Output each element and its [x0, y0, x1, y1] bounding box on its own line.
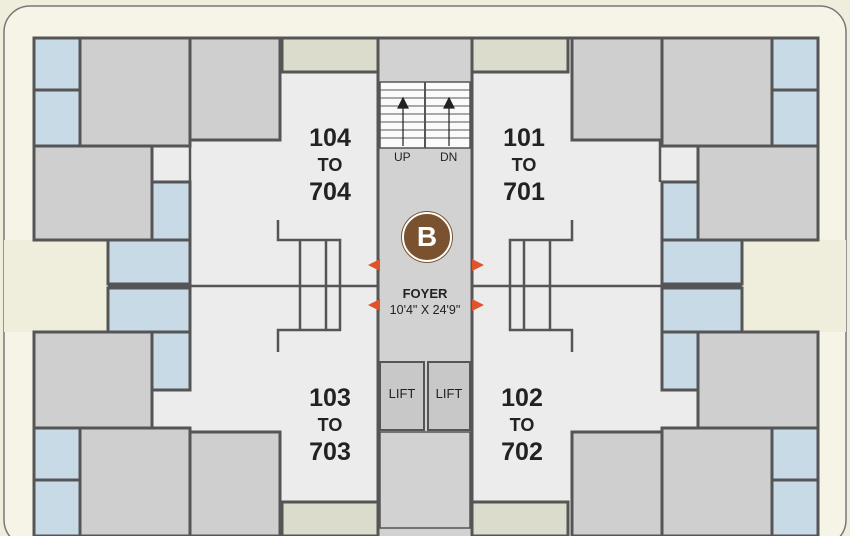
unit-number-from: 102 — [501, 384, 543, 412]
unit-range-word: TO — [511, 155, 537, 175]
core-lower — [379, 431, 471, 529]
unit-range-word: TO — [509, 415, 535, 435]
entry-arrows — [368, 259, 484, 311]
unit-number-to: 702 — [501, 438, 543, 466]
unit-number-to: 703 — [309, 438, 351, 466]
unit-label-top-right: 101 TO 701 — [464, 124, 584, 206]
block-badge: B — [402, 212, 452, 262]
unit-label-bottom-right: 102 TO 702 — [462, 384, 582, 466]
unit-label-top-left: 104 TO 704 — [270, 124, 390, 206]
stair-up-label: UP — [394, 150, 411, 164]
unit-number-to: 704 — [309, 178, 351, 206]
lift-label-right: LIFT — [435, 386, 463, 401]
unit-range-word: TO — [317, 415, 343, 435]
lift-right — [427, 361, 471, 431]
unit-102-rooms — [470, 286, 820, 536]
unit-104-rooms — [32, 36, 380, 286]
unit-101-rooms — [470, 36, 820, 286]
unit-number-from: 104 — [309, 124, 351, 152]
interior-walls — [108, 140, 742, 352]
unit-range-word: TO — [317, 155, 343, 175]
unit-number-to: 701 — [503, 178, 545, 206]
unit-number-from: 103 — [309, 384, 351, 412]
unit-number-from: 101 — [503, 124, 545, 152]
unit-label-bottom-left: 103 TO 703 — [270, 384, 390, 466]
stair-arrows — [397, 96, 455, 146]
stair-treads — [380, 82, 470, 148]
unit-103-rooms — [32, 286, 380, 536]
lift-label-left: LIFT — [388, 386, 416, 401]
foyer-dimensions: 10'4" X 24'9" — [389, 303, 461, 317]
stair-down-label: DN — [440, 150, 458, 164]
lift-left — [379, 361, 425, 431]
foyer-name: FOYER — [402, 286, 448, 301]
foyer-label: FOYER 10'4" X 24'9" — [370, 286, 480, 318]
